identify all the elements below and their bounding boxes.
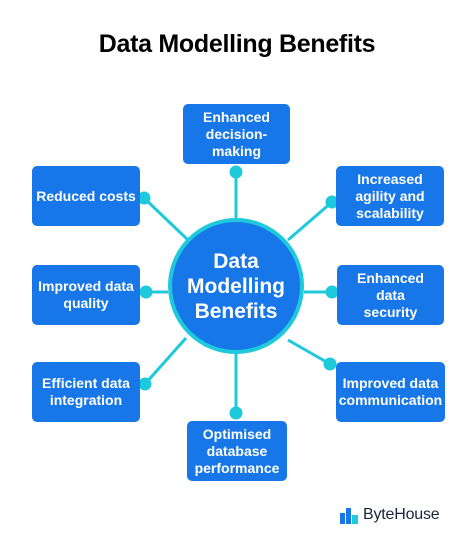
connector-bottom-left (143, 337, 188, 385)
connector-bottom-right (287, 338, 331, 366)
connector-top-dot (229, 165, 243, 179)
benefit-reduced-costs: Reduced costs (32, 166, 140, 226)
bytehouse-logo-icon (340, 508, 358, 524)
brand-name: ByteHouse (363, 506, 440, 523)
benefit-efficient-data-integration: Efficient data integration (32, 362, 140, 422)
connector-bottom-right-dot (323, 357, 337, 371)
connector-top-left (142, 196, 190, 242)
benefit-improved-data-communication: Improved data communication (336, 362, 445, 422)
benefit-enhanced-decision-making: Enhanced decision- making (183, 104, 290, 164)
benefit-increased-agility-scalability: Increased agility and scalability (336, 166, 444, 226)
connector-top-right (287, 200, 333, 242)
benefit-improved-data-quality: Improved data quality (32, 265, 140, 325)
benefit-optimised-database-performance: Optimised database performance (187, 421, 287, 481)
brand-logo: ByteHouse (340, 506, 440, 524)
benefit-enhanced-data-security: Enhanced data security (337, 265, 444, 325)
connector-bottom-dot (229, 406, 243, 420)
diagram-title: Data Modelling Benefits (98, 30, 376, 58)
connector-right-dot (325, 285, 339, 299)
connector-top-left-dot (137, 191, 151, 205)
connector-bottom-left-dot (138, 377, 152, 391)
center-node: Data Modelling Benefits (168, 218, 304, 354)
connector-left-dot (139, 285, 153, 299)
